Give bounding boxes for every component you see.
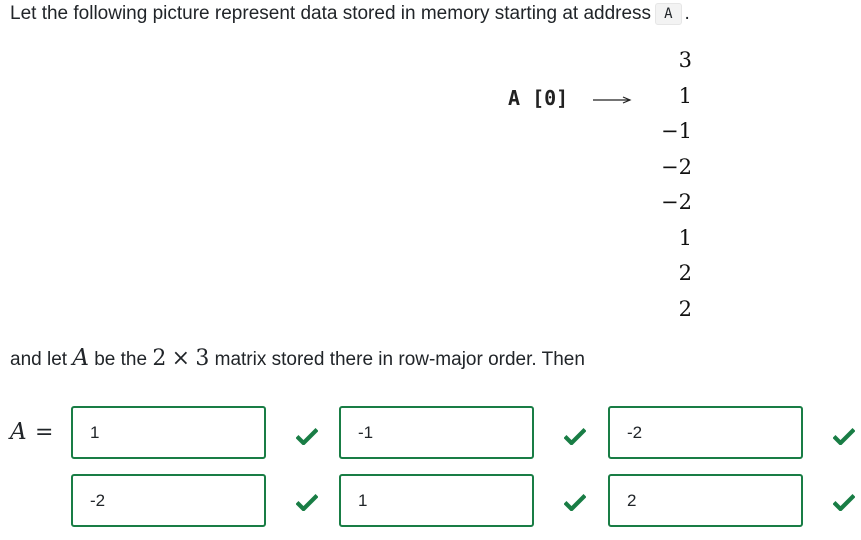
- memory-cell-3: −2: [661, 155, 692, 179]
- sentence-middle: be the: [94, 349, 148, 370]
- matrix-lhs: A =: [10, 418, 53, 445]
- matrix-cols: 3: [195, 346, 210, 371]
- matrix-rows: 2: [152, 346, 167, 371]
- memory-cell-7: 2: [678, 297, 692, 321]
- memory-pointer-label: A [0]: [508, 86, 569, 110]
- address-code-chip: A: [655, 3, 682, 25]
- memory-cell-5: 1: [678, 226, 692, 250]
- lhs-variable: A: [10, 419, 27, 445]
- memory-cell-4: −2: [661, 190, 692, 214]
- answer-field-r1c1[interactable]: 1: [71, 406, 266, 459]
- answer-field-r2c1[interactable]: -2: [71, 474, 266, 527]
- memory-cell-6: 2: [678, 261, 692, 285]
- times-symbol: ×: [171, 346, 191, 371]
- matrix-variable: A: [72, 345, 89, 371]
- check-icon: [564, 428, 586, 445]
- answer-field-r2c2[interactable]: 1: [339, 474, 534, 527]
- sentence-before: and let: [10, 349, 68, 370]
- pointer-arrow-icon: [593, 96, 632, 104]
- check-icon: [296, 428, 318, 445]
- matrix-definition-sentence: and let A be the 2 × 3 matrix stored the…: [10, 344, 585, 374]
- check-icon: [296, 494, 318, 511]
- memory-cell-1: 1: [678, 84, 692, 108]
- question-intro: Let the following picture represent data…: [10, 2, 690, 26]
- intro-text: Let the following picture represent data…: [10, 3, 652, 24]
- memory-cell-0: 3: [678, 48, 692, 72]
- answer-field-r1c3[interactable]: -2: [608, 406, 803, 459]
- check-icon: [833, 494, 855, 511]
- answer-field-r2c3[interactable]: 2: [608, 474, 803, 527]
- check-icon: [564, 494, 586, 511]
- sentence-after: matrix stored there in row-major order. …: [214, 349, 585, 370]
- answer-field-r1c2[interactable]: -1: [339, 406, 534, 459]
- check-icon: [833, 428, 855, 445]
- memory-cell-2: −1: [661, 119, 692, 143]
- equals-sign: =: [35, 420, 54, 445]
- intro-period: .: [684, 3, 690, 24]
